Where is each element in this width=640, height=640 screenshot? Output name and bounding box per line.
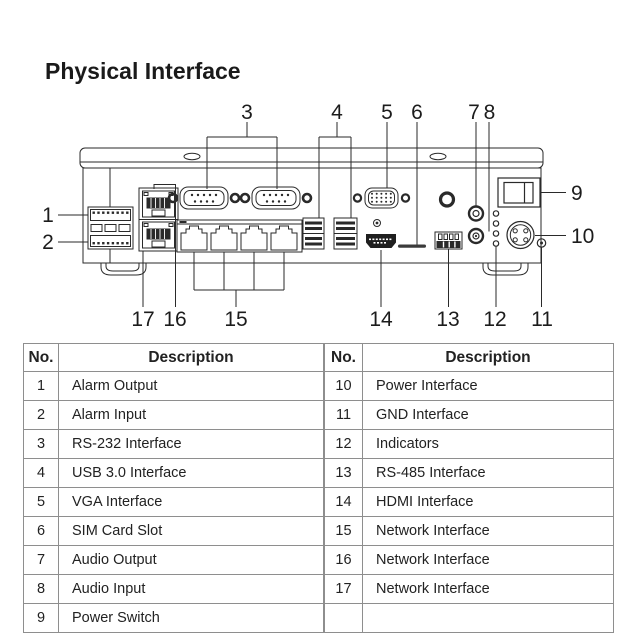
usb-ports xyxy=(302,217,358,250)
physical-interface-diagram: 1 2 3 4 5 6 7 8 9 10 11 12 13 14 15 16 1… xyxy=(42,101,594,331)
antenna-hole xyxy=(438,191,456,208)
power-switch xyxy=(497,177,541,208)
device-foot xyxy=(100,262,147,276)
col-header-desc: Description xyxy=(58,343,324,372)
callout-7: 7 xyxy=(468,101,480,124)
callout-numbers: 1 2 3 4 5 6 7 8 9 10 11 12 13 14 15 16 1… xyxy=(42,101,594,331)
col-header-no: No. xyxy=(324,343,363,372)
network-port-row xyxy=(176,219,303,253)
callout-17: 17 xyxy=(131,308,154,331)
flange-screw-slot xyxy=(183,152,201,161)
callout-15: 15 xyxy=(224,308,247,331)
callout-10: 10 xyxy=(571,225,594,248)
audio-out-jack xyxy=(467,205,485,222)
callout-13: 13 xyxy=(436,308,459,331)
table-row-empty xyxy=(324,603,614,633)
callout-12: 12 xyxy=(483,308,506,331)
rs485-terminal xyxy=(434,231,463,250)
indicator-leds xyxy=(492,210,500,247)
hdmi-port xyxy=(366,234,396,248)
callout-11: 11 xyxy=(531,308,553,331)
page-title: Physical Interface xyxy=(45,58,241,84)
alarm-terminal-block xyxy=(87,206,134,250)
device-foot xyxy=(482,262,529,276)
callout-16: 16 xyxy=(163,308,186,331)
gnd-screw xyxy=(536,238,547,248)
audio-in-jack xyxy=(467,227,485,245)
dual-network-port xyxy=(138,187,179,252)
callout-2: 2 xyxy=(42,231,54,254)
power-connector xyxy=(506,220,535,250)
callout-6: 6 xyxy=(411,101,423,124)
flange-screw-slot xyxy=(429,152,447,161)
col-header-no: No. xyxy=(23,343,59,372)
sim-card-slot xyxy=(398,244,426,248)
callout-leader-lines xyxy=(58,122,566,307)
callout-3: 3 xyxy=(241,101,253,124)
callout-9: 9 xyxy=(571,182,583,205)
panel-screw xyxy=(373,219,381,227)
callout-14: 14 xyxy=(369,308,393,331)
device-rear-panel xyxy=(79,147,547,276)
mounting-flange xyxy=(79,147,544,169)
callout-4: 4 xyxy=(331,101,343,124)
vga-port xyxy=(352,187,411,209)
table-header-row: No. Description xyxy=(23,343,324,372)
callout-1: 1 xyxy=(42,204,54,227)
col-header-desc: Description xyxy=(362,343,614,372)
table-header-row: No. Description xyxy=(324,343,614,372)
callout-8: 8 xyxy=(484,101,496,124)
callout-5: 5 xyxy=(381,101,393,124)
